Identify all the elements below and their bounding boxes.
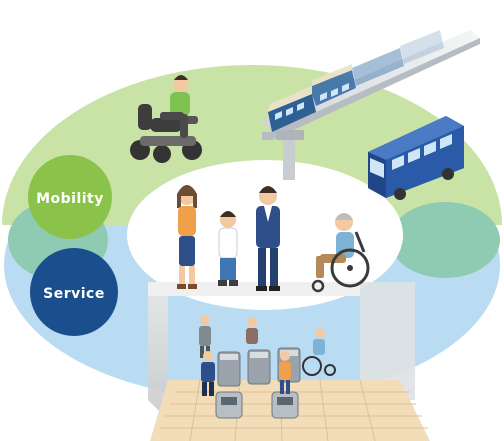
mobility-label: Mobility <box>36 191 104 207</box>
monorail-train-icon <box>262 30 480 180</box>
ticket-gates-icon <box>215 347 301 419</box>
wheelchair-user-icon <box>311 213 370 293</box>
ring-overlap-right <box>390 202 500 278</box>
service-badge: Service <box>30 248 118 336</box>
station-passengers <box>199 315 336 396</box>
passengers-group-icon <box>177 185 280 291</box>
service-label: Service <box>43 286 105 302</box>
bus-icon <box>368 116 464 200</box>
mobility-badge: Mobility <box>28 155 112 239</box>
personal-mobility-scooter-icon <box>130 75 202 163</box>
